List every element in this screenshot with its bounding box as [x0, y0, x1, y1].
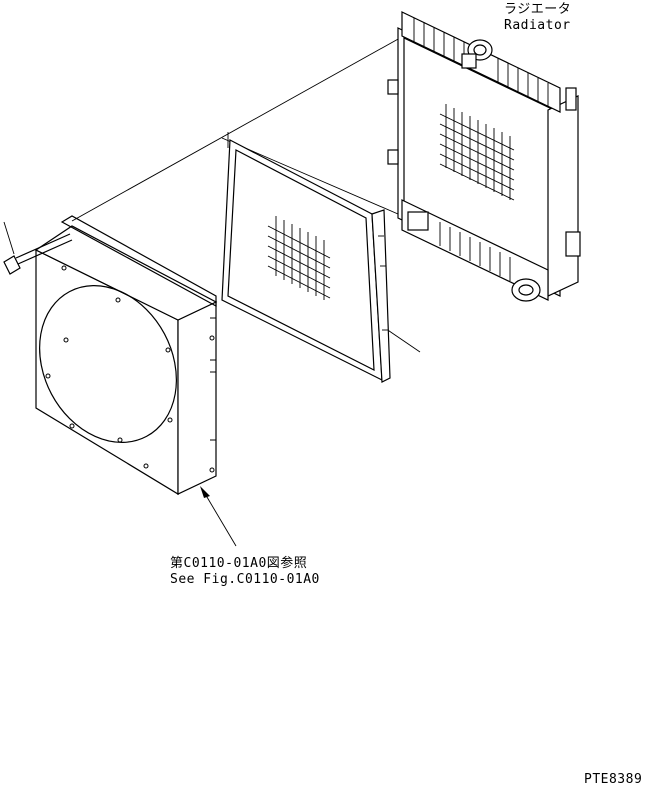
radiator-label-jp: ラジエータ: [504, 2, 572, 17]
screen-frame: [221, 132, 391, 383]
reference-label-jp: 第C0110-01A0図参照: [170, 556, 308, 571]
radiator-label-en: Radiator: [504, 18, 571, 33]
fan-shroud: [34, 215, 218, 496]
drawing-code: PTE8389: [584, 772, 643, 787]
reference-leader: [200, 486, 237, 547]
reference-label-en: See Fig.C0110-01A0: [170, 572, 320, 587]
shroud-bolt-holes: [45, 265, 215, 473]
mounting-bolt: [3, 221, 73, 275]
radiator-assembly: [387, 11, 581, 302]
